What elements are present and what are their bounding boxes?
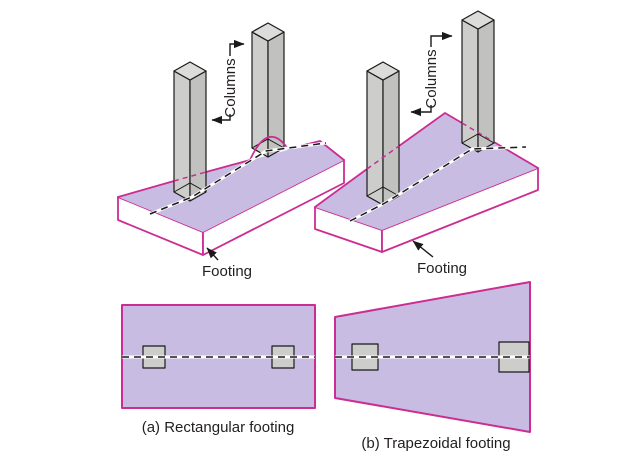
- columns-arrow-left: [410, 105, 432, 117]
- footing-arrow: [206, 247, 219, 261]
- caption-b: (b) Trapezoidal footing: [361, 435, 510, 452]
- column-left-side-face: [461, 19, 479, 153]
- columns-arrow-right: [229, 39, 245, 56]
- footing-centerline: [149, 142, 327, 215]
- column-base-hidden-edges: [173, 171, 207, 193]
- column-right-side-face: [189, 70, 207, 202]
- plan-trapezoidal-footing: (b) Trapezoidal footing: [334, 281, 531, 452]
- caption-a: (a) Rectangular footing: [142, 419, 295, 436]
- column-left: [173, 61, 207, 202]
- column-top-face: [173, 61, 207, 81]
- footing-label: Footing: [202, 263, 252, 280]
- column-left-side-face: [366, 70, 384, 206]
- footing-centerline: [349, 146, 527, 222]
- footing-edge-hop-arc: [249, 135, 289, 161]
- iso-trapezoidal-footing: Columns Footing: [314, 10, 539, 277]
- column-right: [461, 10, 495, 153]
- column-base-hidden-edges: [366, 175, 400, 197]
- column-top-face: [461, 10, 495, 30]
- columns-arrow-left: [211, 114, 231, 125]
- footing-label: Footing: [417, 260, 467, 277]
- column-top-face: [251, 22, 285, 42]
- columns-label: Columns: [423, 49, 440, 108]
- footing-top-face: [118, 141, 344, 232]
- footing-front-face: [381, 167, 539, 253]
- column-top-face: [366, 61, 400, 81]
- iso-rectangular-footing: Columns Footing: [117, 22, 345, 280]
- footing-top-edges: [314, 112, 539, 208]
- column-right-side-face: [382, 70, 400, 206]
- plan-rectangular-footing: (a) Rectangular footing: [121, 304, 316, 436]
- footing-hidden-edge-dashed: [366, 122, 495, 170]
- column-left-side-face: [173, 70, 191, 202]
- column-left: [366, 61, 400, 206]
- footing-hidden-edge-dashed: [173, 171, 207, 182]
- column-right-side-face: [477, 19, 495, 153]
- columns-label: Columns: [222, 58, 239, 117]
- footing-arrow: [412, 240, 434, 258]
- columns-arrow-right: [430, 31, 453, 47]
